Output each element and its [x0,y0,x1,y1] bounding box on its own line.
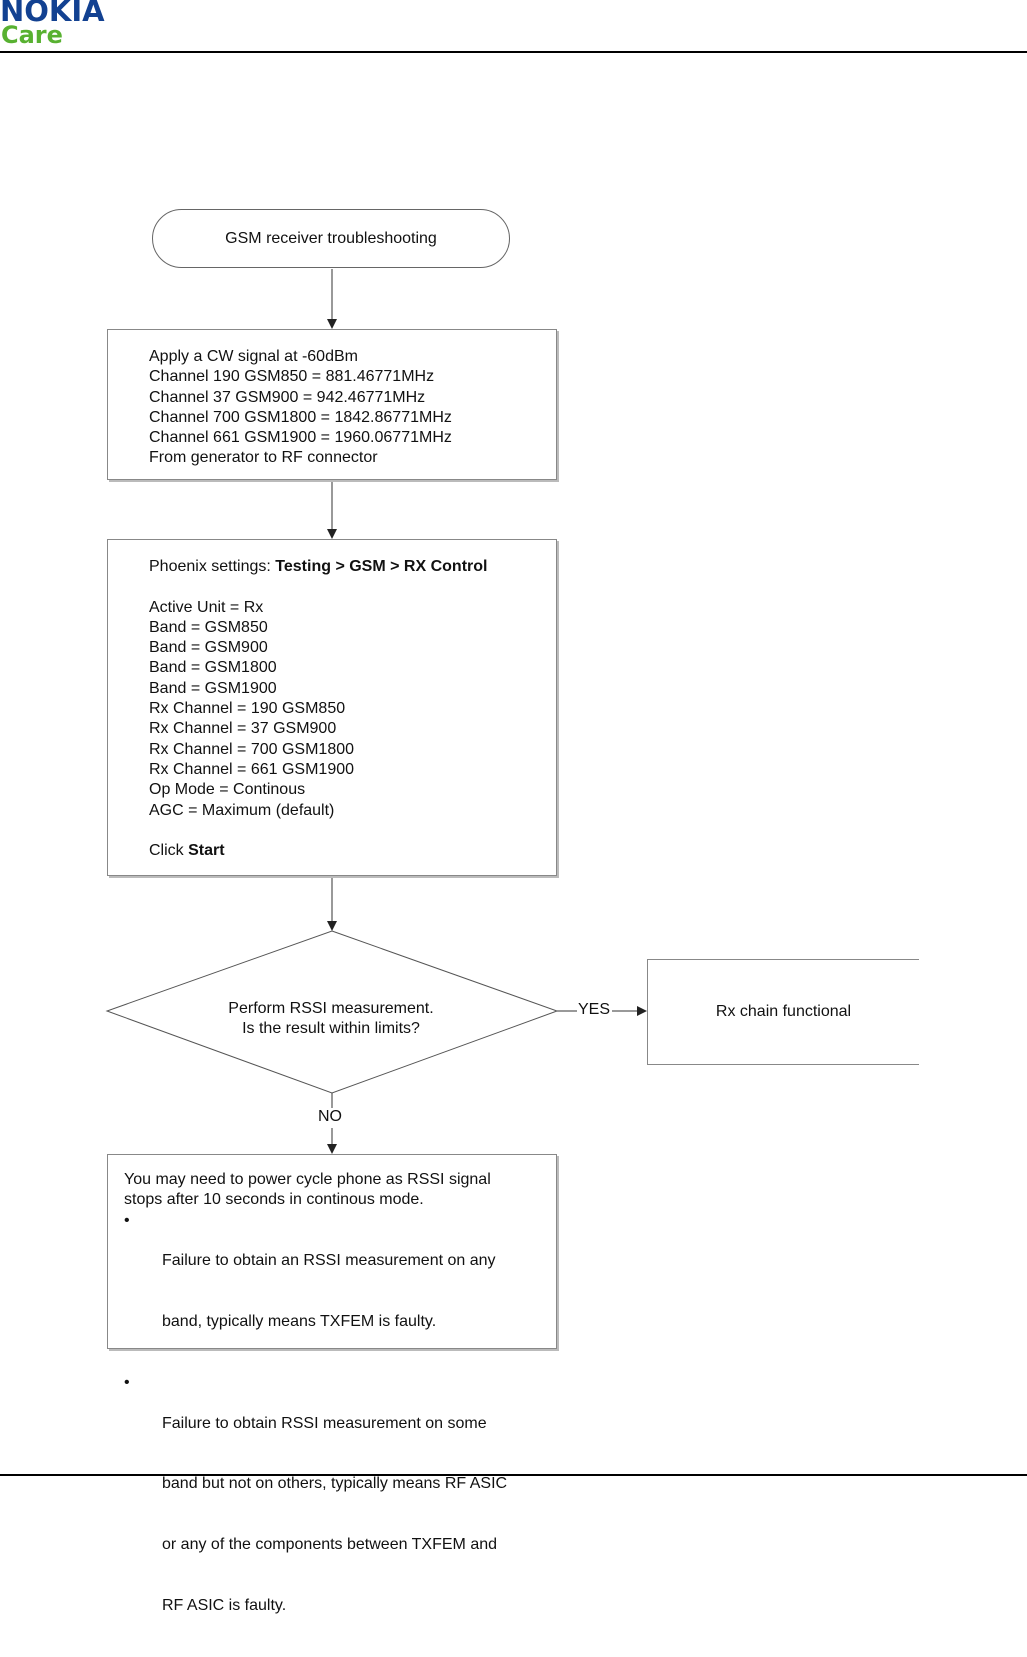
no-label: NO [318,1108,342,1125]
flowchart-connectors [105,269,647,1154]
no-intro-line: You may need to power cycle phone as RSS… [124,1171,491,1188]
bullet-item: • Failure to obtain RSSI measurement on … [124,1373,556,1657]
bullet-line: band but not on others, typically means … [162,1475,508,1493]
header-divider [0,51,1027,53]
signal-line: Channel 190 GSM850 = 881.46771MHz [149,368,435,386]
settings-heading-prefix: Phoenix settings: [149,558,276,575]
settings-click: Click Start [149,841,556,861]
settings-line: Active Unit = Rx [149,598,264,616]
start-node: GSM receiver troubleshooting [152,209,510,268]
signal-line: Channel 700 GSM1800 = 1842.86771MHz [149,408,452,426]
decision-line-1: Perform RSSI measurement. [228,1000,434,1017]
footer-divider [0,1474,1027,1476]
settings-line: Band = GSM1900 [149,679,277,697]
bullet-line: band, typically means TXFEM is faulty. [162,1313,437,1331]
decision-text: Perform RSSI measurement. Is the result … [160,999,502,1040]
settings-step-box: Phoenix settings: Testing > GSM > RX Con… [107,539,557,876]
no-step-box: You may need to power cycle phone as RSS… [107,1154,557,1614]
settings-line: Band = GSM850 [149,618,268,636]
settings-line: AGC = Maximum (default) [149,801,335,819]
bullet-item: • Failure to obtain an RSSI measurement … [124,1211,556,1373]
start-label: GSM receiver troubleshooting [225,229,437,247]
settings-line: Rx Channel = 700 GSM1800 [149,740,355,758]
bullet-line: Failure to obtain an RSSI measurement on… [162,1252,496,1270]
bullet-line: or any of the components between TXFEM a… [162,1536,498,1554]
settings-line: Rx Channel = 661 GSM1900 [149,760,355,778]
signal-line: Channel 37 GSM900 = 942.46771MHz [149,388,426,406]
signal-step-box: Apply a CW signal at -60dBm Channel 190 … [107,329,557,480]
bullet-line: Failure to obtain RSSI measurement on so… [162,1414,487,1432]
settings-line: Rx Channel = 190 GSM850 [149,700,346,718]
yes-label: YES [578,1001,611,1018]
yes-result-box: Rx chain functional [647,959,919,1065]
logo-brand: NOKIA [0,0,105,28]
no-intro-line: stops after 10 seconds in continous mode… [124,1191,424,1209]
bullet-glyph: • [124,1211,130,1229]
settings-line: Band = GSM900 [149,639,268,657]
settings-click-prefix: Click [149,842,189,860]
bullet-glyph: • [124,1373,130,1391]
signal-line: Apply a CW signal at -60dBm [149,348,358,365]
decision-line-2: Is the result within limits? [242,1020,420,1038]
settings-line: Op Mode = Continous [149,781,306,799]
bullet-text: Failure to obtain an RSSI measurement on… [162,1211,496,1373]
settings-line: Rx Channel = 37 GSM900 [149,720,337,738]
yes-result-label: Rx chain functional [715,1002,852,1020]
logo-sub: Care [1,21,63,49]
bullet-line: RF ASIC is faulty. [162,1597,287,1615]
settings-line: Band = GSM1800 [149,659,277,677]
settings-heading: Phoenix settings: Testing > GSM > RX Con… [149,557,556,577]
signal-line: Channel 661 GSM1900 = 1960.06771MHz [149,429,452,447]
bullet-text: Failure to obtain RSSI measurement on so… [162,1373,507,1657]
settings-click-action: Start [188,842,225,860]
settings-heading-path: Testing > GSM > RX Control [275,558,488,575]
signal-line: From generator to RF connector [149,449,378,467]
